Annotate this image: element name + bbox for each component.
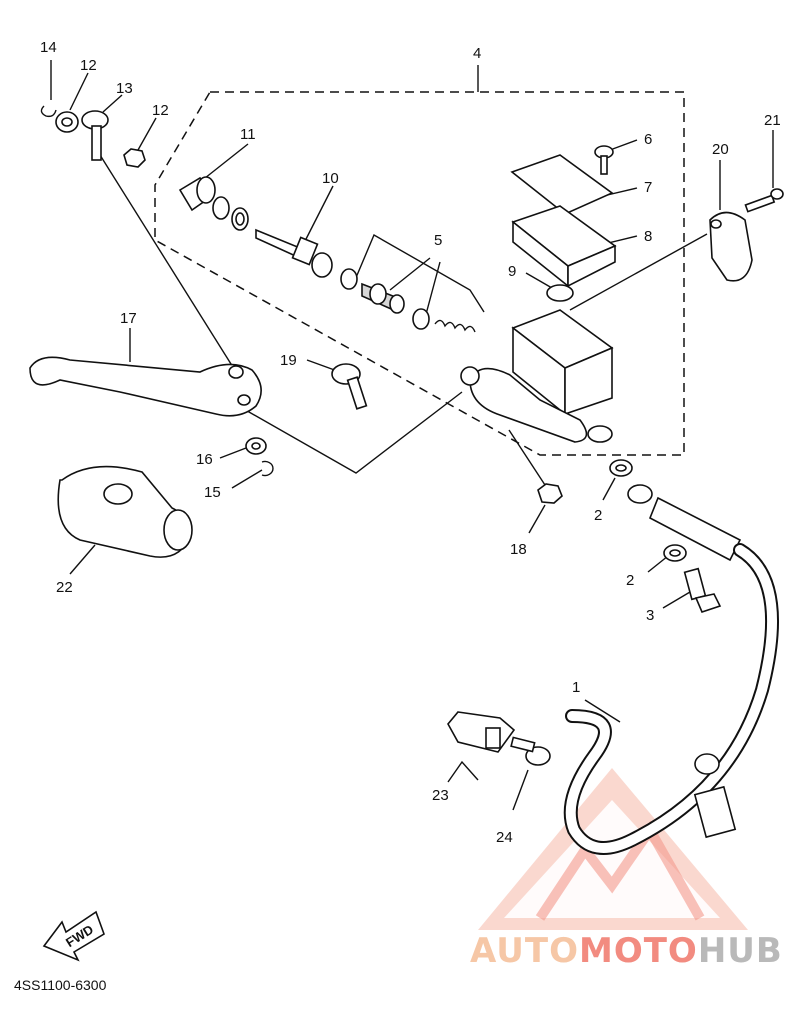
part-15-circlip bbox=[261, 460, 274, 477]
part-12-nut-left bbox=[55, 111, 79, 133]
callout-1: 1 bbox=[572, 679, 580, 696]
part-2-washer-top bbox=[609, 459, 633, 477]
part-18-nut bbox=[537, 483, 563, 504]
callout-13: 13 bbox=[116, 80, 133, 97]
fwd-direction-badge: FWD bbox=[42, 910, 105, 962]
part-2-washer-bottom bbox=[663, 544, 687, 562]
part-16-washer bbox=[245, 437, 267, 455]
watermark-moto: MOTO bbox=[579, 931, 698, 971]
callout-3: 3 bbox=[646, 607, 654, 624]
part-23-hose-guide bbox=[447, 711, 516, 753]
part-11-boot-seals bbox=[178, 176, 249, 231]
callout-17: 17 bbox=[120, 310, 137, 327]
callout-4: 4 bbox=[473, 45, 481, 62]
watermark-auto: AUTO bbox=[470, 931, 579, 971]
watermark-hub: HUB bbox=[698, 931, 783, 971]
part-13-pivot-bolt bbox=[81, 110, 109, 161]
part-6-screw bbox=[594, 145, 614, 175]
part-5-piston-kit bbox=[340, 268, 476, 333]
callout-24: 24 bbox=[496, 829, 513, 846]
part-12-nut-right bbox=[123, 148, 146, 168]
callout-2-bottom: 2 bbox=[626, 572, 634, 589]
part-9-plug bbox=[546, 284, 574, 302]
callout-21: 21 bbox=[764, 112, 781, 129]
part-3-banjo-bolt bbox=[683, 567, 722, 613]
part-8-diaphragm bbox=[511, 205, 617, 288]
part-21-bolt bbox=[744, 188, 784, 213]
assembly-boundary bbox=[154, 91, 685, 456]
part-19-pivot-pin bbox=[331, 363, 368, 410]
callout-9: 9 bbox=[508, 263, 516, 280]
part-14-clip bbox=[40, 105, 57, 118]
leader-lines bbox=[50, 60, 774, 811]
callout-7: 7 bbox=[644, 179, 652, 196]
callout-8: 8 bbox=[644, 228, 652, 245]
part-22-lever-cover bbox=[57, 465, 193, 558]
part-17-lever bbox=[29, 356, 262, 417]
callout-15: 15 bbox=[204, 484, 221, 501]
catalog-code: 4SS1100-6300 bbox=[14, 977, 107, 993]
callout-6: 6 bbox=[644, 131, 652, 148]
callout-20: 20 bbox=[712, 141, 729, 158]
callout-18: 18 bbox=[510, 541, 527, 558]
callout-14: 14 bbox=[40, 39, 57, 56]
part-master-cylinder-body bbox=[460, 309, 614, 443]
callout-2-top: 2 bbox=[594, 507, 602, 524]
callout-19: 19 bbox=[280, 352, 297, 369]
callout-22: 22 bbox=[56, 579, 73, 596]
watermark-text: AUTOMOTOHUB bbox=[470, 931, 783, 971]
callout-11: 11 bbox=[240, 126, 256, 143]
callouts: 1 2 2 3 4 5 6 7 8 9 10 11 12 12 13 14 15… bbox=[40, 39, 781, 846]
callout-10: 10 bbox=[322, 170, 339, 187]
callout-12-left: 12 bbox=[80, 57, 97, 74]
part-20-clamp bbox=[709, 211, 753, 282]
part-7-reservoir-cap bbox=[510, 154, 614, 215]
part-10-push-rod bbox=[255, 228, 333, 278]
callout-12-right: 12 bbox=[152, 102, 169, 119]
part-1-brake-hose bbox=[563, 484, 779, 855]
callout-16: 16 bbox=[196, 451, 213, 468]
part-24-bolt bbox=[510, 736, 551, 766]
callout-23: 23 bbox=[432, 787, 449, 804]
callout-5: 5 bbox=[434, 232, 442, 249]
